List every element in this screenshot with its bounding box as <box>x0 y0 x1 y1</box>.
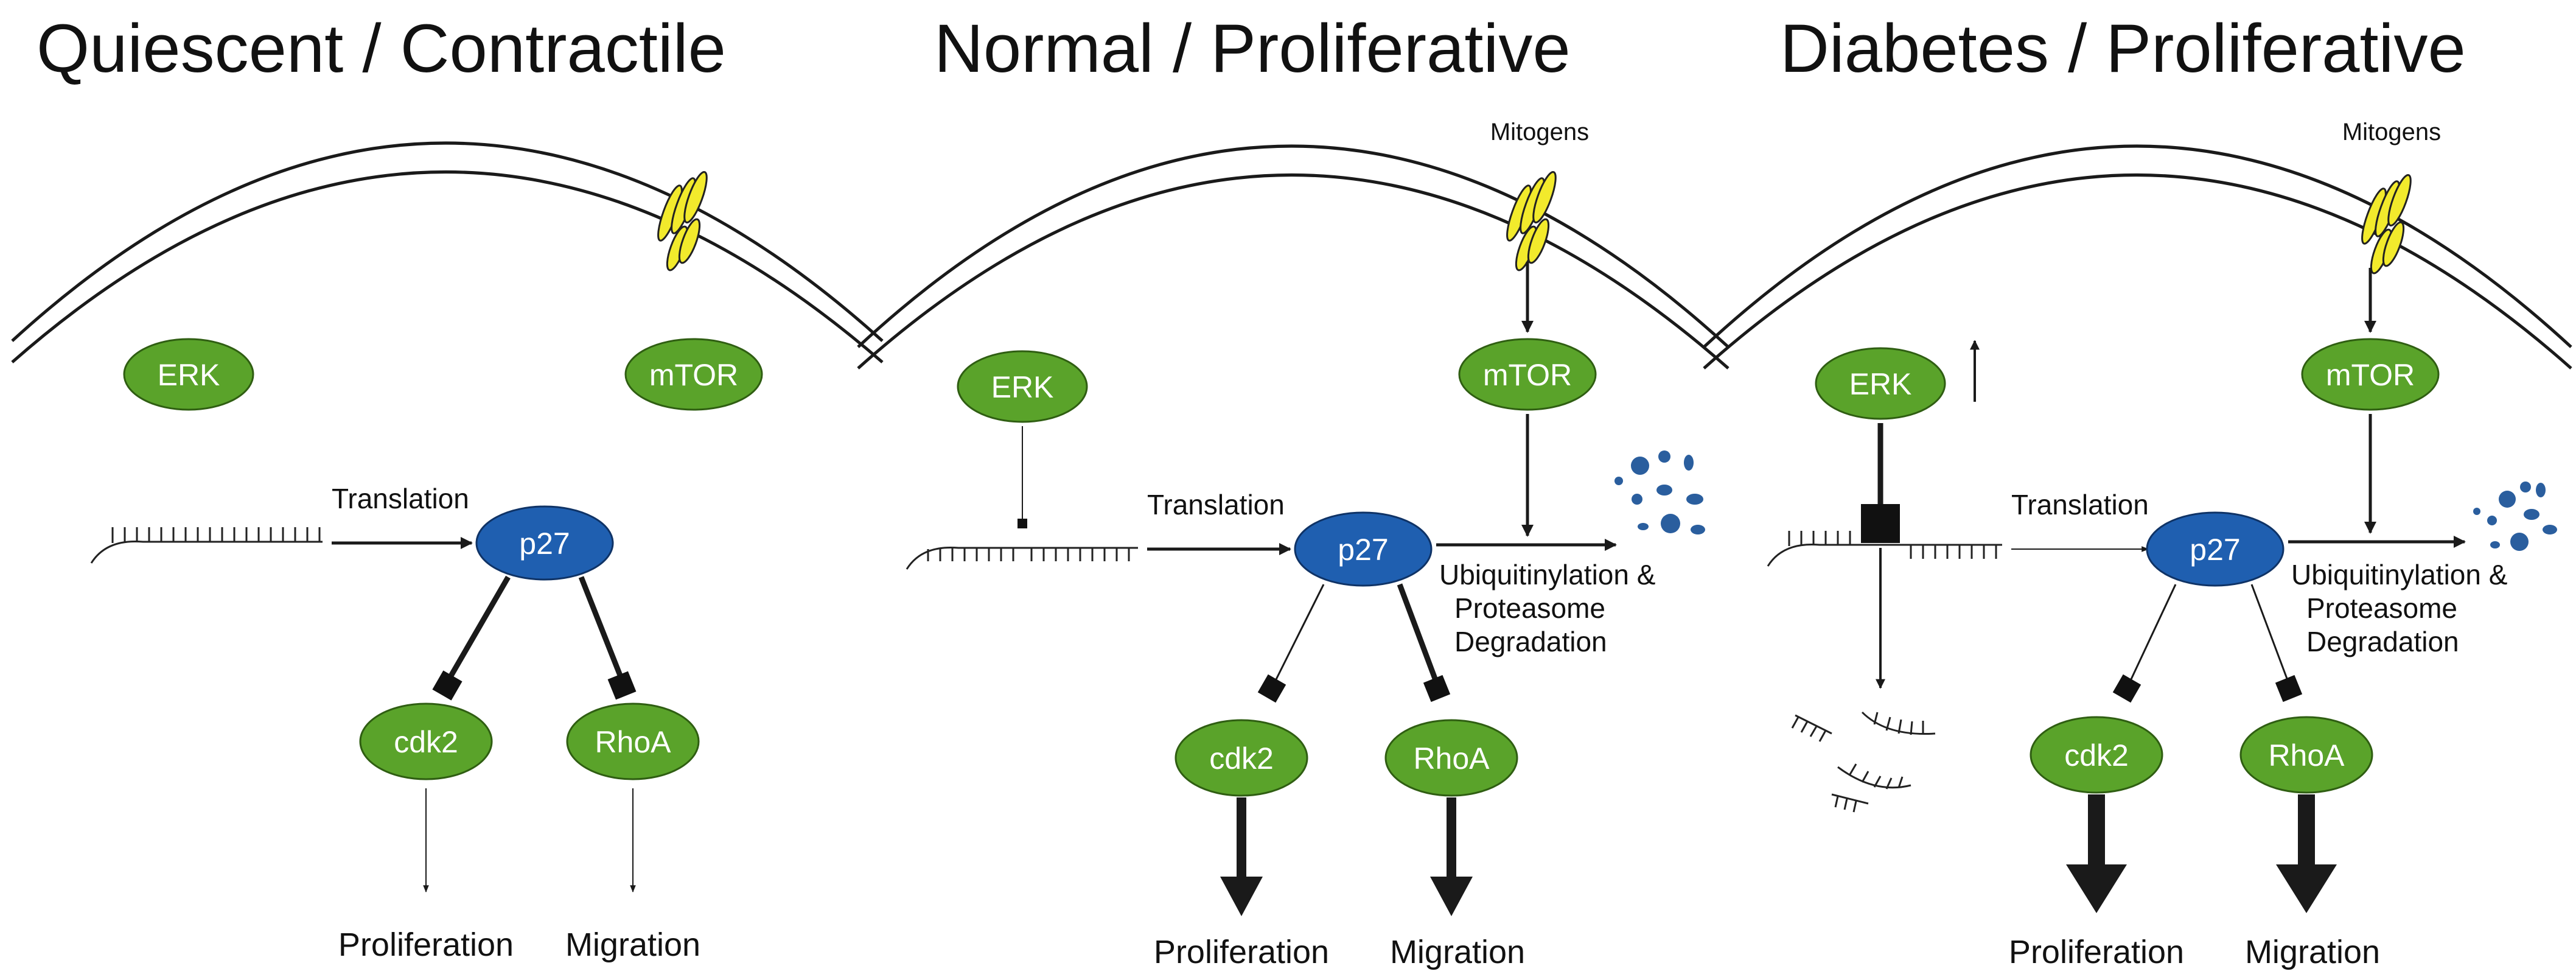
rhoa-node: RhoA <box>2239 716 2373 794</box>
proteasome-label: Proteasome <box>2306 592 2457 624</box>
cdk2-node: cdk2 <box>2030 716 2163 794</box>
translation-label: Translation <box>332 483 469 514</box>
inhibit-rhoa <box>2250 584 2303 702</box>
mtor-node: mTOR <box>1458 338 1597 411</box>
inhibit-rhoa <box>1397 583 1451 702</box>
svg-text:RhoA: RhoA <box>2268 738 2345 773</box>
svg-text:mTOR: mTOR <box>649 358 738 392</box>
migration-label: Migration <box>565 927 700 963</box>
panel-quiescent: Quiescent / Contractile ERK mTOR Transla… <box>11 10 884 963</box>
svg-text:RhoA: RhoA <box>595 725 671 759</box>
inhibit-cdk2 <box>432 575 511 701</box>
svg-text:ERK: ERK <box>158 358 220 392</box>
inhibit-cdk2 <box>2112 584 2177 703</box>
proliferation-arrow <box>1220 797 1263 916</box>
svg-text:mTOR: mTOR <box>2326 358 2415 392</box>
erk-node: ERK <box>123 338 254 411</box>
mitogens-label: Mitogens <box>2342 119 2441 145</box>
ubiquitination-label: Ubiquitinylation & <box>1439 559 1655 590</box>
svg-text:cdk2: cdk2 <box>394 725 458 759</box>
translation-label: Translation <box>2011 489 2149 520</box>
panel-title: Quiescent / Contractile <box>37 10 726 86</box>
ubiquitination-label: Ubiquitinylation & <box>2291 559 2507 590</box>
rhoa-node: RhoA <box>1384 719 1518 797</box>
degraded-mrna-icon <box>1791 711 1936 813</box>
receptor-icon <box>652 169 712 273</box>
cell-membrane <box>857 144 1730 370</box>
panel-diabetes: Diabetes / Proliferative Mitogens ERK mT… <box>1703 10 2572 970</box>
cell-membrane <box>1703 144 2572 370</box>
proliferation-arrow <box>2066 794 2127 913</box>
migration-arrow <box>2276 794 2337 913</box>
erk-node: ERK <box>957 350 1088 423</box>
svg-text:ERK: ERK <box>991 370 1054 404</box>
svg-text:p27: p27 <box>1338 533 1388 567</box>
svg-text:mTOR: mTOR <box>1483 358 1572 392</box>
inhibit-cdk2 <box>1257 584 1325 703</box>
proliferation-label: Proliferation <box>338 927 514 963</box>
cell-membrane <box>11 141 884 363</box>
svg-text:cdk2: cdk2 <box>2064 738 2129 773</box>
rhoa-node: RhoA <box>566 702 700 780</box>
erk-inhibit-mrna <box>1861 423 1900 543</box>
cdk2-node: cdk2 <box>359 702 493 780</box>
p27-node: p27 <box>2146 511 2285 587</box>
svg-text:ERK: ERK <box>1849 367 1912 401</box>
panel-title: Normal / Proliferative <box>934 10 1571 86</box>
inhibit-rhoa <box>578 576 637 700</box>
panel-title: Diabetes / Proliferative <box>1780 10 2466 86</box>
proliferation-label: Proliferation <box>2009 934 2184 970</box>
mtor-node: mTOR <box>2301 338 2440 411</box>
mtor-node: mTOR <box>624 338 763 411</box>
svg-text:RhoA: RhoA <box>1413 741 1490 776</box>
mrna-strand <box>90 527 323 564</box>
erk-node: ERK <box>1815 347 1946 420</box>
svg-text:p27: p27 <box>519 527 570 561</box>
degradation-label: Degradation <box>2306 626 2459 657</box>
mrna-strand <box>1767 531 2002 567</box>
svg-text:p27: p27 <box>2190 533 2240 567</box>
panel-normal: Normal / Proliferative Mitogens ERK mTOR… <box>857 10 1730 970</box>
proteasome-label: Proteasome <box>1454 592 1605 624</box>
proliferation-label: Proliferation <box>1154 934 1329 970</box>
p27-node: p27 <box>475 505 614 581</box>
migration-label: Migration <box>2245 934 2380 970</box>
erk-inhibit-mrna <box>1017 426 1027 528</box>
cdk2-node: cdk2 <box>1175 719 1308 797</box>
receptor-icon <box>1501 169 1561 273</box>
migration-arrow <box>1430 797 1473 916</box>
mitogens-label: Mitogens <box>1490 119 1589 145</box>
mrna-strand <box>906 546 1138 570</box>
translation-label: Translation <box>1147 489 1285 520</box>
migration-label: Migration <box>1390 934 1525 970</box>
degradation-label: Degradation <box>1454 626 1607 657</box>
degradation-dots-icon <box>2473 482 2557 551</box>
svg-text:cdk2: cdk2 <box>1209 741 1274 776</box>
p27-node: p27 <box>1294 511 1433 587</box>
degradation-dots-icon <box>1614 450 1705 534</box>
